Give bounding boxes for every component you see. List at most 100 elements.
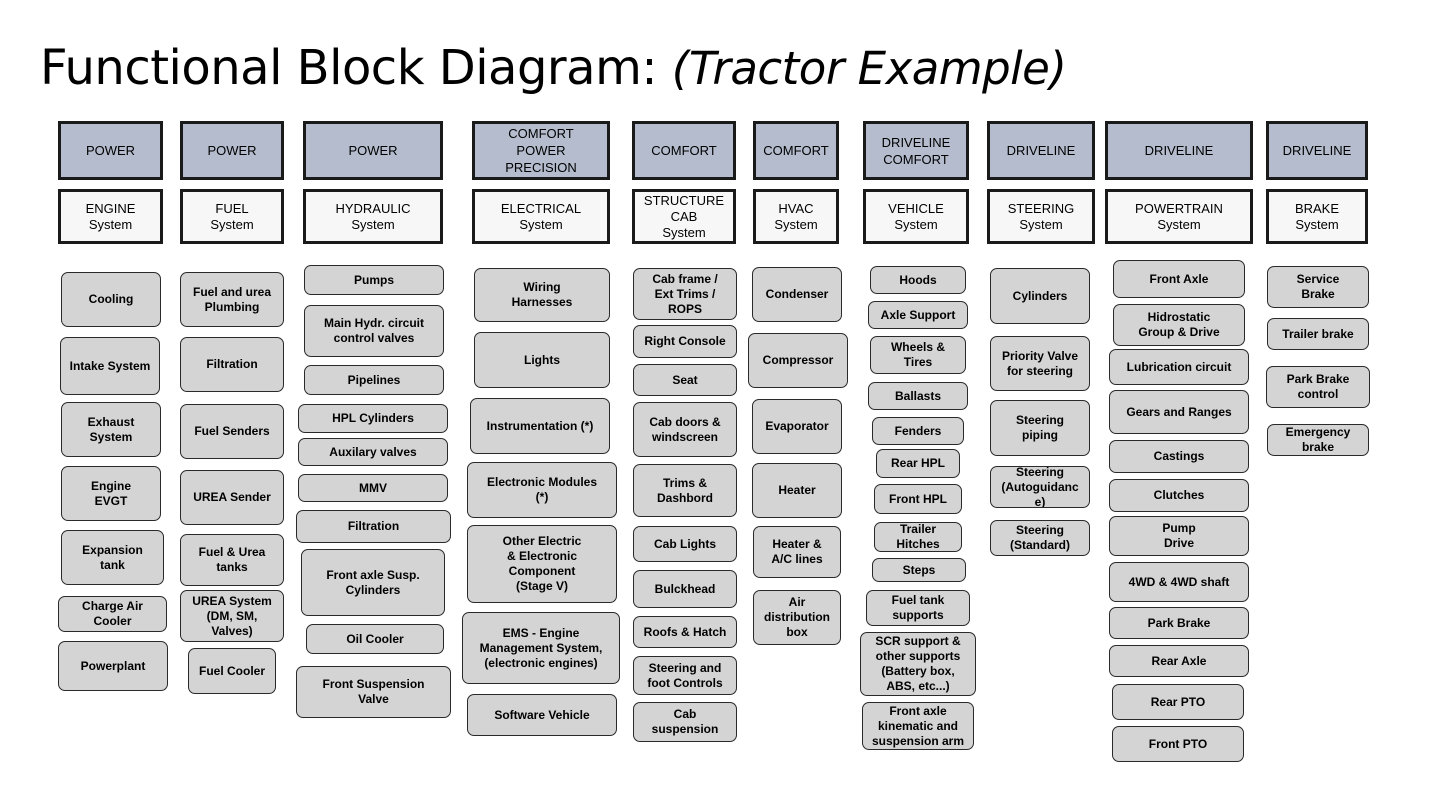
component-block: Engine EVGT <box>61 466 161 521</box>
component-block: Pipelines <box>304 365 444 395</box>
component-label: Fuel Cooler <box>198 663 265 678</box>
component-block: Front Axle <box>1113 260 1245 298</box>
component-label: Cooling <box>88 292 134 306</box>
component-block: Gears and Ranges <box>1109 390 1249 434</box>
category-header: POWER <box>58 121 163 180</box>
component-label: Steering (Autoguidanc e) <box>1001 466 1079 508</box>
system-label: STRUCTURE CAB System <box>643 192 725 240</box>
component-block: Air distribution box <box>753 590 841 645</box>
component-label: Trailer brake <box>1282 326 1354 341</box>
component-block: Steering and foot Controls <box>633 656 737 695</box>
system-header: STRUCTURE CAB System <box>632 189 736 244</box>
component-label: Ballasts <box>894 388 942 403</box>
component-block: Trims & Dashbord <box>633 464 737 517</box>
component-label: Lubrication circuit <box>1126 359 1232 374</box>
component-block: UREA System (DM, SM, Valves) <box>180 590 284 642</box>
component-block: Exhaust System <box>61 402 161 457</box>
component-label: Service Brake <box>1296 272 1340 301</box>
category-label: DRIVELINE <box>1006 143 1076 158</box>
component-label: Trailer Hitches <box>896 522 940 551</box>
component-block: Right Console <box>633 325 737 358</box>
component-block: Cylinders <box>990 268 1090 324</box>
component-label: Other Electric & Electronic Component (S… <box>502 534 582 593</box>
component-label: Pump Drive <box>1162 521 1196 550</box>
system-label: POWERTRAIN System <box>1135 200 1223 232</box>
component-label: Instrumentation (*) <box>486 418 594 433</box>
system-label: STEERING System <box>1007 200 1075 232</box>
category-label: DRIVELINE COMFORT <box>881 134 951 167</box>
component-block: Cab doors & windscreen <box>633 402 737 457</box>
component-block: Seat <box>633 364 737 396</box>
component-label: Front axle Susp. Cylinders <box>326 567 420 597</box>
component-block: EMS - Engine Management System, (electro… <box>462 612 620 684</box>
component-block: Fenders <box>872 417 964 445</box>
component-label: Hoods <box>899 272 937 287</box>
component-label: UREA Sender <box>193 490 271 504</box>
column-electrical-system: COMFORT POWER PRECISION ELECTRICAL System… <box>462 0 620 800</box>
category-header: DRIVELINE <box>1266 121 1368 180</box>
component-label: Hidrostatic Group & Drive <box>1138 310 1220 339</box>
component-label: Compressor <box>762 353 834 367</box>
component-block: Intake System <box>60 337 160 395</box>
component-block: Instrumentation (*) <box>470 398 610 454</box>
component-label: Seat <box>672 372 698 387</box>
component-label: Filtration <box>206 357 258 371</box>
component-block: Park Brake <box>1109 607 1249 639</box>
component-label: Axle Support <box>880 307 956 322</box>
component-block: Main Hydr. circuit control valves <box>304 305 444 357</box>
component-label: Rear Axle <box>1151 653 1207 668</box>
system-header: HVAC System <box>753 189 839 244</box>
category-header: DRIVELINE <box>987 121 1095 180</box>
component-block: Ballasts <box>868 382 968 410</box>
component-label: Fuel & Urea tanks <box>198 545 266 574</box>
component-block: Lubrication circuit <box>1109 349 1249 385</box>
component-block: UREA Sender <box>180 470 284 525</box>
component-block: MMV <box>298 474 448 502</box>
component-label: Front Axle <box>1149 271 1209 286</box>
component-label: Filtration <box>347 519 400 533</box>
component-label: Park Brake control <box>1286 372 1350 401</box>
component-block: Heater & A/C lines <box>753 526 841 578</box>
component-block: Front axle kinematic and suspension arm <box>862 702 974 750</box>
component-label: Park Brake <box>1147 615 1211 630</box>
system-label: FUEL System <box>210 200 254 232</box>
component-block: Service Brake <box>1267 266 1369 308</box>
component-label: Cab doors & windscreen <box>649 414 721 444</box>
component-label: Wiring Harnesses <box>511 280 573 309</box>
component-label: Steps <box>902 562 936 577</box>
component-label: Fuel tank supports <box>891 593 945 622</box>
system-label: BRAKE System <box>1294 200 1340 232</box>
component-label: Emergency brake <box>1285 425 1351 454</box>
component-label: Castings <box>1153 449 1205 463</box>
category-header: DRIVELINE COMFORT <box>863 121 969 180</box>
component-label: Exhaust System <box>87 414 135 444</box>
component-block: Castings <box>1109 440 1249 473</box>
component-label: EMS - Engine Management System, (electro… <box>479 625 603 670</box>
component-label: Air distribution box <box>764 595 830 639</box>
component-block: Trailer brake <box>1267 318 1369 350</box>
category-label: DRIVELINE <box>1144 143 1214 158</box>
component-block: Charge Air Cooler <box>58 596 167 632</box>
category-label: COMFORT POWER PRECISION <box>505 126 577 175</box>
component-block: Pumps <box>304 265 444 295</box>
category-label: COMFORT <box>651 143 717 158</box>
component-label: Fuel Senders <box>194 424 270 438</box>
component-label: Engine EVGT <box>90 478 131 508</box>
component-label: Cab Lights <box>654 536 716 551</box>
component-block: Front Suspension Valve <box>296 666 451 718</box>
component-block: Fuel and urea Plumbing <box>180 272 284 327</box>
system-header: ELECTRICAL System <box>472 189 610 244</box>
component-block: Trailer Hitches <box>874 522 962 552</box>
component-block: Axle Support <box>868 301 968 329</box>
component-label: Oil Cooler <box>346 631 404 646</box>
component-label: Evaporator <box>765 419 829 433</box>
title-subtitle: (Tractor Example) <box>671 42 1067 95</box>
page-title: Functional Block Diagram: (Tractor Examp… <box>40 42 1067 95</box>
